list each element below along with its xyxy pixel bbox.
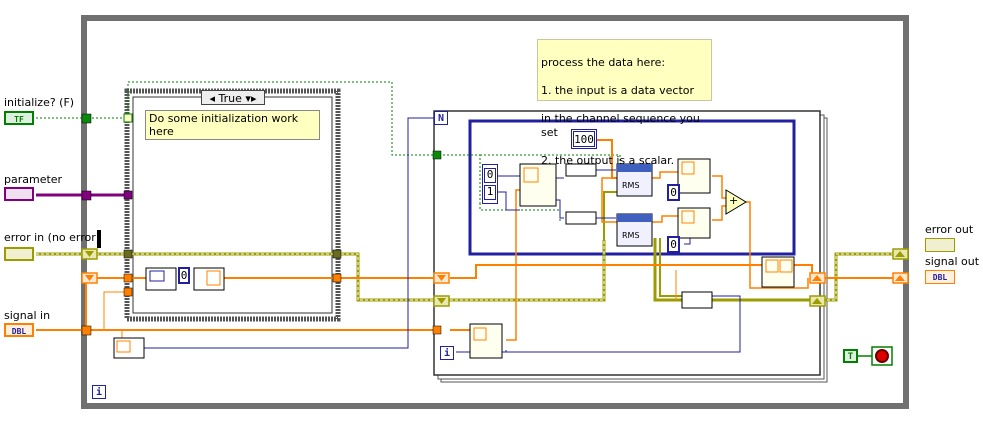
comment-line-2: 1. the input is a data vector <box>541 84 695 97</box>
case-selector-value: True <box>218 92 242 105</box>
error-out-label: error out <box>925 223 974 236</box>
add-symbol: + <box>729 194 739 207</box>
array-const-1[interactable]: 1 <box>484 185 496 200</box>
index-constant-top[interactable]: 0 <box>667 184 680 201</box>
initialize-terminal[interactable]: TF <box>4 111 34 125</box>
comment-line-3: in the channel sequence you set <box>541 112 700 139</box>
case-index-constant[interactable]: 0 <box>178 267 190 284</box>
while-loop-frame <box>81 15 909 409</box>
error-in-label: error in (no error) <box>4 231 101 244</box>
array-size-node <box>113 337 145 359</box>
subset-node-bottom <box>565 211 597 225</box>
rms-bottom-label: RMS <box>622 231 640 240</box>
parameter-terminal[interactable] <box>4 187 34 201</box>
error-out-terminal[interactable] <box>925 238 955 252</box>
signal-in-label: signal in <box>4 309 51 322</box>
error-in-terminal[interactable] <box>4 247 34 261</box>
comment-line-4: 2. the output is a scalar. <box>541 154 675 167</box>
selector-left-arrow-icon[interactable]: ◂ <box>209 92 216 105</box>
int-wire <box>140 117 434 349</box>
signal-out-terminal[interactable]: DBL <box>925 270 955 284</box>
selector-dropdown-icon[interactable]: ▾▸ <box>245 92 257 105</box>
array-constant[interactable]: 0 1 <box>482 164 498 204</box>
initialize-label: initialize? (F) <box>4 96 75 109</box>
case-array-node <box>145 267 177 291</box>
for-loop-iteration-terminal: i <box>440 346 454 360</box>
comment-line-1: process the data here: <box>541 56 666 69</box>
add-node <box>725 189 747 215</box>
constant-100[interactable]: 100 <box>571 129 597 149</box>
error-merge-node <box>681 291 713 309</box>
case-comment: Do some initialization work here <box>145 110 320 140</box>
signal-in-terminal[interactable]: DBL <box>4 323 34 337</box>
inner-blue-frame <box>468 119 796 256</box>
stop-terminal-icon <box>875 349 889 363</box>
array-const-0[interactable]: 0 <box>484 168 496 183</box>
parameter-label: parameter <box>4 173 63 186</box>
true-constant[interactable]: T <box>843 349 858 363</box>
process-comment: process the data here: 1. the input is a… <box>537 39 712 167</box>
bool-wire <box>36 81 481 203</box>
index-constant-bottom[interactable]: 0 <box>667 236 680 253</box>
case-selector[interactable]: ◂ True ▾▸ <box>201 90 265 105</box>
rms-top-label: RMS <box>622 181 640 190</box>
for-loop-count-terminal[interactable]: N <box>434 111 448 125</box>
signal-out-label: signal out <box>925 255 980 268</box>
subset-node-top <box>565 163 597 177</box>
while-loop-iteration-terminal: i <box>92 385 106 399</box>
